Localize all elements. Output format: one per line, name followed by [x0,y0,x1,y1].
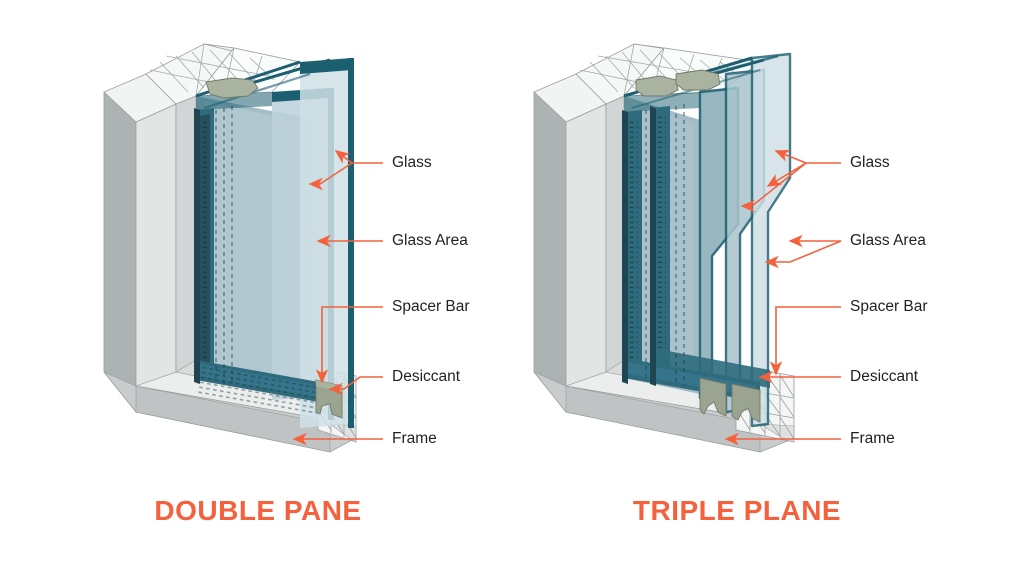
label-frame-triple-text: Frame [850,430,895,447]
label-glass: Glass [392,154,432,171]
label-glass-text: Glass [392,154,432,171]
double-pane-title: DOUBLE PANE [154,495,361,526]
label-spacer-bar-text: Spacer Bar [392,298,470,315]
label-glass-triple-text: Glass [850,154,890,171]
label-desiccant: Desiccant [392,368,461,385]
label-glass-area-triple: Glass Area [850,232,926,249]
callout-glass [308,150,383,191]
label-glass-triple: Glass [850,154,890,171]
callout-glass-area-triple [764,234,842,269]
callouts-double-pane [292,150,383,446]
double-pane-diagram: Glass Glass Area Spacer Bar Desiccant Fr… [103,43,470,526]
callout-spacer-bar [315,306,383,384]
label-desiccant-text: Desiccant [392,368,461,385]
callouts-triple-plane [724,149,842,446]
desiccant-triple [635,69,761,423]
glass-assembly [195,58,354,428]
label-spacer-bar: Spacer Bar [392,298,470,315]
seal-lines [215,106,233,386]
seal-lines-triple [645,104,685,386]
callout-desiccant [328,376,383,396]
frame-top-head [145,43,301,105]
label-spacer-bar-triple-text: Spacer Bar [850,298,928,315]
frame-left-profile-triple [533,73,625,414]
callout-spacer-bar-triple [769,306,841,376]
callout-glass-triple [740,149,841,213]
label-frame: Frame [392,430,437,447]
label-frame-text: Frame [392,430,437,447]
label-spacer-bar-triple: Spacer Bar [850,298,928,315]
label-desiccant-triple-text: Desiccant [850,368,919,385]
label-frame-triple: Frame [850,430,895,447]
label-glass-area: Glass Area [392,232,468,249]
label-glass-area-text: Glass Area [392,232,468,249]
triple-plane-diagram: Glass Glass Area Spacer Bar Desiccant Fr… [533,43,928,526]
label-desiccant-triple: Desiccant [850,368,919,385]
desiccant-top [205,77,259,99]
label-glass-area-triple-text: Glass Area [850,232,926,249]
triple-plane-title: TRIPLE PLANE [633,495,841,526]
frame-left-profile [103,73,197,414]
